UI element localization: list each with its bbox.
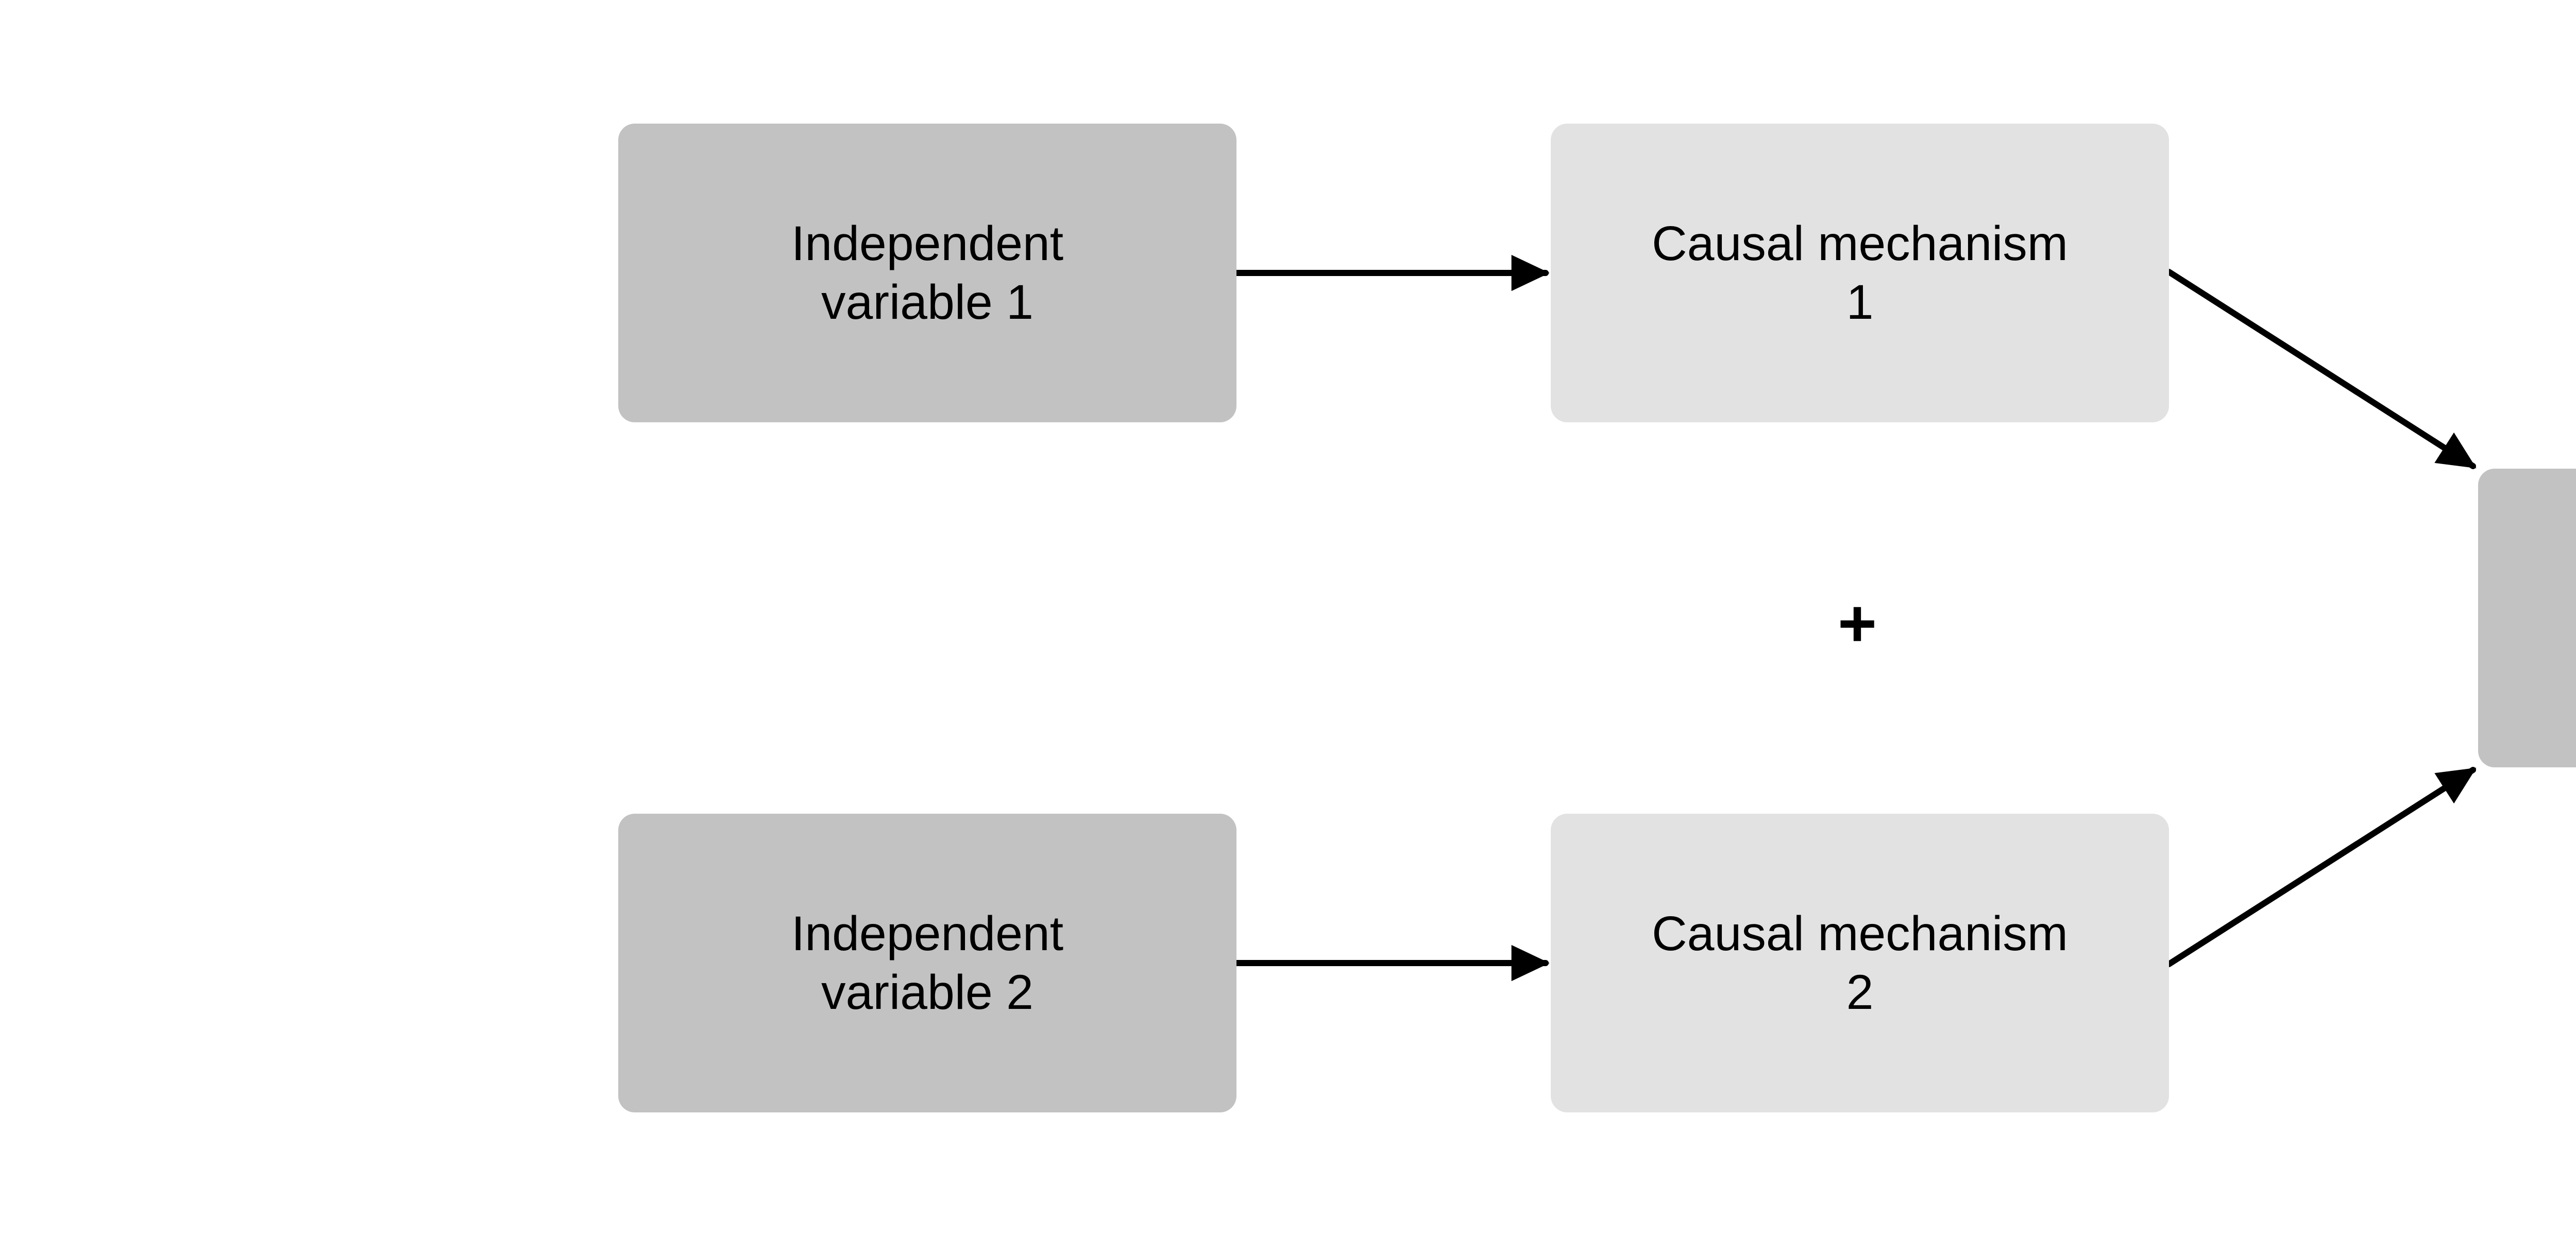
edge-cm2-to-dv-arrow xyxy=(2166,767,2477,967)
plus-symbol: + xyxy=(1838,586,1877,661)
node-label-independent-variable-2: Independent variable 2 xyxy=(791,906,1064,1020)
node-independent-variable-2: Independent variable 2 xyxy=(618,814,1236,1112)
node-dependent-variable: Dependent variable xyxy=(2478,469,2576,767)
node-label-causal-mechanism-2: Causal mechanism 2 xyxy=(1652,906,2068,1020)
node-causal-mechanism-2: Causal mechanism 2 xyxy=(1551,814,2169,1112)
node-independent-variable-1: Independent variable 1 xyxy=(618,124,1236,422)
node-label-independent-variable-1: Independent variable 1 xyxy=(791,216,1064,330)
node-causal-mechanism-1: Causal mechanism 1 xyxy=(1551,124,2169,422)
node-label-causal-mechanism-1: Causal mechanism 1 xyxy=(1652,216,2068,330)
edge-cm1-to-dv-arrow xyxy=(2166,269,2477,469)
